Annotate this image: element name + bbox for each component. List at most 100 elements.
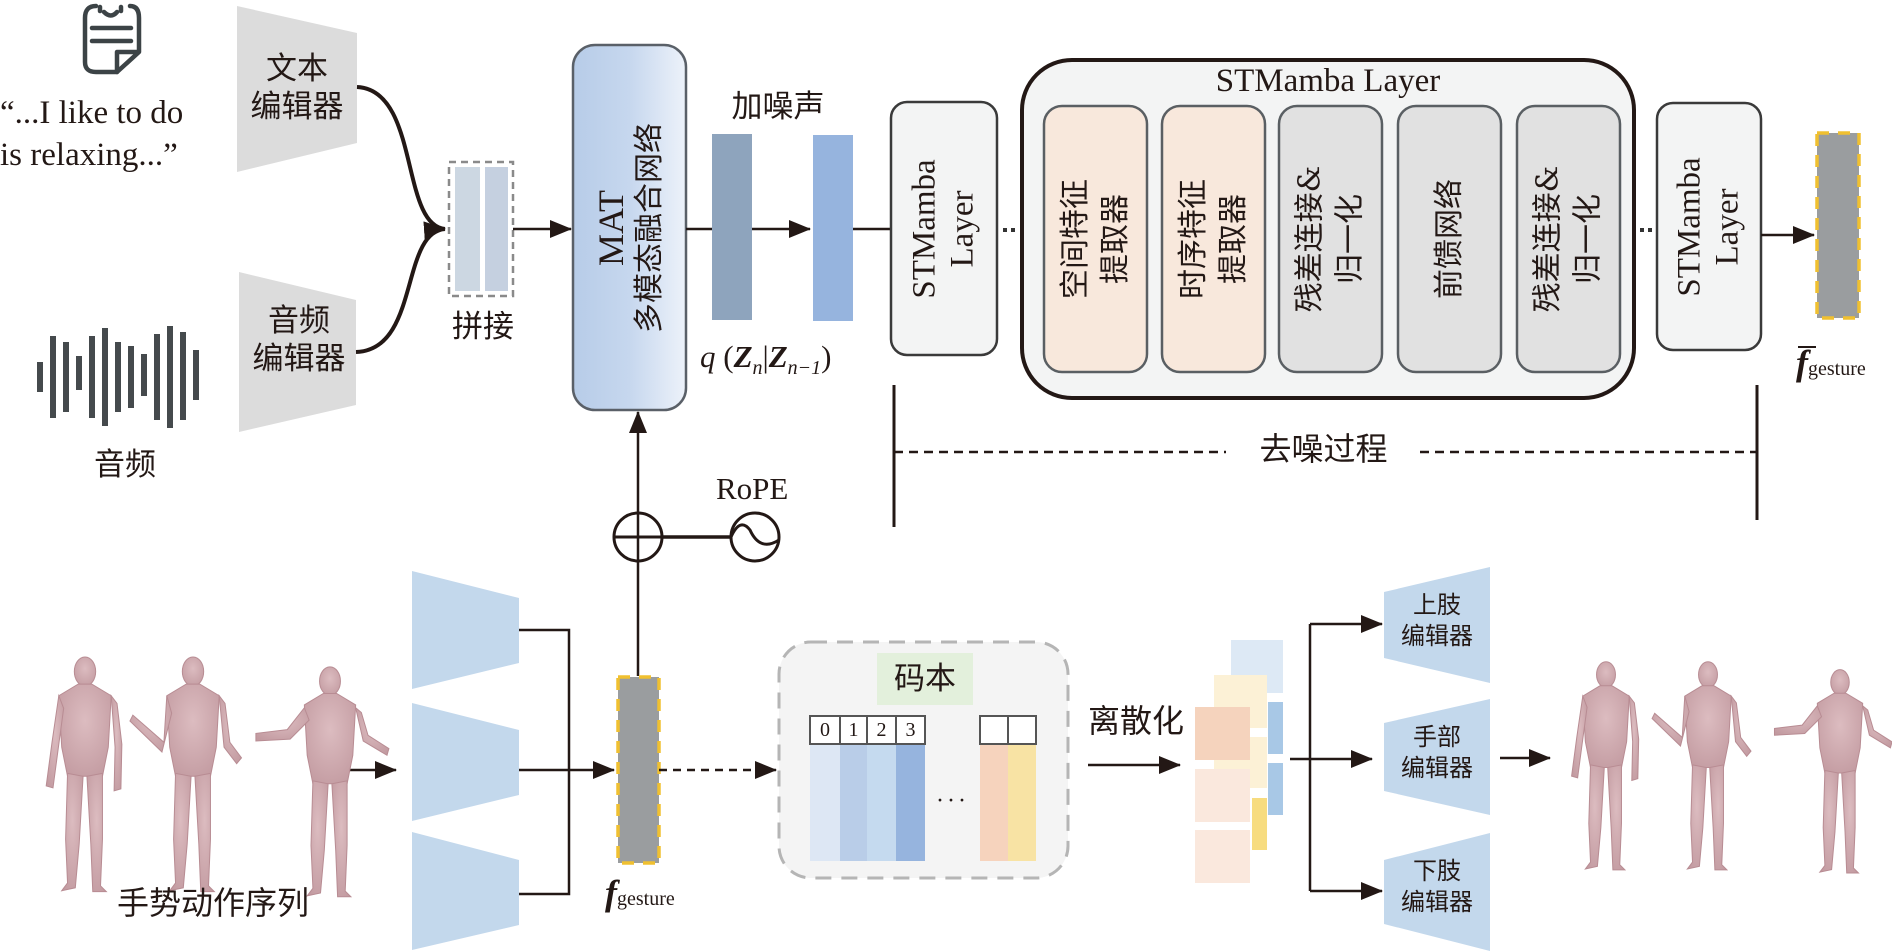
rope-label: RoPE (716, 471, 789, 506)
audio-to-concat-curve (355, 221, 446, 354)
decoder-label: 手部编辑器 (1384, 722, 1490, 784)
concat-block (447, 160, 515, 298)
waveform-icon (37, 326, 199, 428)
codebook-column (896, 744, 925, 861)
stmamba-right-box (1655, 101, 1763, 352)
quote-line-2: is relaxing...” (0, 137, 178, 173)
codebook-title-bg (877, 653, 973, 705)
codebook-index-label: 1 (848, 719, 859, 741)
codebook-column (867, 744, 896, 861)
codebook-column (810, 744, 840, 861)
concat-label: 拼接 (452, 309, 514, 345)
stmamba-left-box (889, 100, 999, 357)
stmamba-module-box (1160, 104, 1267, 374)
upper-limb-decoder-shape (1384, 567, 1490, 683)
text-encoder-shape (237, 6, 357, 172)
text-to-concat-curve (356, 85, 446, 231)
decoder-label-line2: 编辑器 (1401, 622, 1473, 650)
stmamba-module-label: 残差连接&归一化 (1279, 106, 1382, 372)
decoder-label: 上肢编辑器 (1384, 590, 1490, 652)
codebook-column (980, 744, 1008, 861)
document-icon (82, 3, 142, 75)
stmamba-module-line1: 时序特征 (1175, 179, 1211, 299)
gesture-encoder-1 (412, 571, 519, 689)
formula-bar: | (762, 339, 769, 374)
discrete-token-stack (1195, 640, 1283, 883)
stmamba-module-line2: 提取器 (1215, 194, 1251, 284)
text-encoder-label-line2: 编辑器 (250, 89, 344, 125)
decoder-label-line1: 上肢 (1413, 591, 1461, 619)
human-figure (45, 656, 123, 893)
formula-close: ) (821, 339, 832, 374)
gesture-sequence-label: 手势动作序列 (116, 884, 309, 922)
input-gesture-sequence (45, 656, 390, 898)
human-figure (255, 666, 390, 898)
mat-label-line2: 多模态融合网络 (631, 122, 667, 333)
stmamba-module-line1: 残差连接& (1292, 165, 1328, 313)
codebook-columns (809, 715, 1037, 861)
codebook-column (840, 744, 867, 861)
mat-label: MAT 多模态融合网络 (573, 45, 686, 410)
decoder-label: 下肢编辑器 (1384, 856, 1490, 918)
output-feature-bar (1815, 131, 1861, 320)
output-feature-label: f gesture (1796, 342, 1892, 384)
gesture-encoder-3 (412, 832, 519, 950)
stmamba-left-line2: Layer (945, 190, 982, 267)
hand-decoder-shape (1384, 699, 1490, 815)
output-feature-subscript: gesture (1808, 358, 1866, 380)
stmamba-module-box (1042, 104, 1149, 374)
stmamba-module-line1: 残差连接& (1530, 165, 1566, 313)
stmamba-module-label: 空间特征提取器 (1044, 106, 1147, 372)
text-encoder-label-line1: 文本 (266, 51, 328, 87)
encoder-merge-lines (519, 628, 571, 896)
text-input-quote: “...I like to do is relaxing...” (0, 92, 215, 176)
stmamba-left-label: STMamba Layer (891, 102, 997, 355)
stmamba-module-box (1515, 104, 1622, 374)
audio-encoder-label-line1: 音频 (268, 303, 330, 339)
stmamba-module-line2: 提取器 (1097, 194, 1133, 284)
stmamba-module-line1: 空间特征 (1057, 179, 1093, 299)
gesture-feature-label: fgesture (605, 872, 705, 914)
stmamba-module-line2: 归一化 (1332, 194, 1368, 284)
stmamba-module-label: 时序特征提取器 (1162, 106, 1265, 372)
mat-box (571, 43, 688, 412)
codebook-index-cell (866, 715, 897, 745)
noise-formula: q (Zn|Zn−1) (700, 338, 860, 387)
mat-label-line1: MAT (590, 189, 631, 266)
stmamba-modules (1042, 104, 1622, 374)
stmamba-group-title: STMamba Layer (1215, 63, 1441, 99)
codebook-index-label: 3 (905, 719, 916, 741)
stmamba-module-label: 残差连接&归一化 (1517, 106, 1620, 372)
decoder-label-line2: 编辑器 (1401, 754, 1473, 782)
human-figure (129, 656, 243, 893)
codebook-index-cell (979, 715, 1009, 745)
gesture-feature-bar (616, 675, 661, 865)
formula-sub-n1: n−1 (787, 357, 822, 380)
stmamba-right-line1: STMamba (1672, 156, 1709, 297)
codebook-index-label: 2 (876, 719, 887, 741)
noise-bar-noisy (813, 135, 853, 321)
formula-q: q (700, 339, 716, 374)
stmamba-module-box (1277, 104, 1384, 374)
output-gesture-sequence (1571, 661, 1892, 874)
codebook-title: 码本 (894, 661, 956, 697)
human-figure (1651, 661, 1752, 871)
stmamba-module-line1: 前馈网络 (1431, 179, 1467, 299)
audio-encoder-label: 音频 编辑器 (239, 302, 359, 378)
gesture-feature-symbol: f (605, 873, 617, 913)
output-feature-symbol: f (1796, 343, 1808, 383)
denoise-label: 去噪过程 (1259, 430, 1388, 468)
codebook-index-cell (895, 715, 926, 745)
gesture-encoder-2 (412, 703, 519, 821)
formula-z1: Z (733, 339, 753, 374)
quote-line-1: “...I like to do (0, 95, 184, 131)
decoder-label-line1: 手部 (1413, 723, 1461, 751)
lower-limb-decoder-shape (1384, 833, 1490, 951)
human-figure (1773, 669, 1892, 874)
stmamba-module-line2: 归一化 (1570, 194, 1606, 284)
output-feature-overbar (1798, 346, 1816, 348)
audio-encoder-shape (239, 272, 356, 432)
audio-encoder-label-line2: 编辑器 (252, 341, 346, 377)
decoder-label-line2: 编辑器 (1401, 888, 1473, 916)
